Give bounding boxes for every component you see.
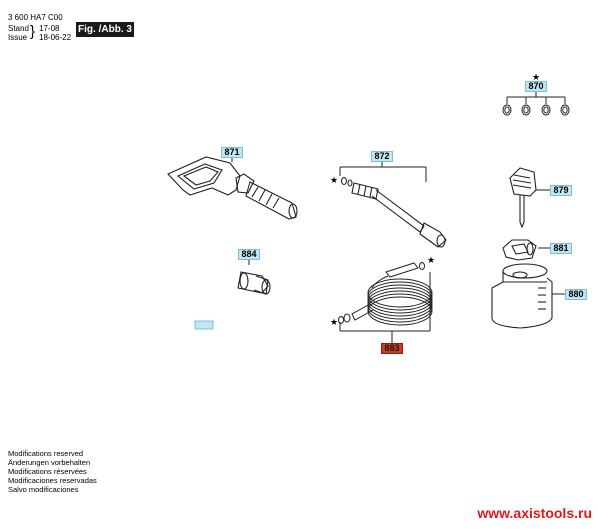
part-tag-879: 879 <box>550 185 572 196</box>
detergent-tank-icon <box>491 263 553 329</box>
footer-line: Salvo modificaciones <box>8 485 79 494</box>
star-icon: ★ <box>427 255 436 265</box>
trigger-gun-icon <box>167 156 298 220</box>
part-tag-871: 871 <box>221 147 243 158</box>
adapter-icon <box>502 239 537 261</box>
star-icon: ★ <box>330 175 339 185</box>
brace: } <box>30 23 36 40</box>
part-tag-872: 872 <box>371 151 393 162</box>
star-icon: ★ <box>330 317 339 327</box>
footer-line: Modifications reserved <box>8 449 84 458</box>
o-ring-icon <box>502 104 570 116</box>
nozzle-icon <box>509 167 537 229</box>
footer-line: Modificaciones reservadas <box>8 476 97 485</box>
spray-lance-icon <box>351 182 447 248</box>
part-tag-880: 880 <box>565 289 587 300</box>
star-icon: ★ <box>532 72 541 82</box>
blank-marker <box>194 320 214 330</box>
document-number: 3 600 HA7 C00 <box>8 13 63 22</box>
hose-icon <box>338 262 433 326</box>
footer-line: Modifications réservées <box>8 467 87 476</box>
stand-label: Stand <box>8 24 29 33</box>
part-tag-884: 884 <box>238 249 260 260</box>
figure-label: Fig. /Abb. 3 <box>76 22 134 37</box>
website-link[interactable]: www.axistools.ru <box>477 505 592 521</box>
part-tag-870: 870 <box>525 81 547 92</box>
issue-label: Issue <box>8 33 28 42</box>
footer-line: Änderungen vorbehalten <box>8 458 91 467</box>
stand-value: 17-08 <box>39 24 60 33</box>
part-tag-883: 883 <box>381 343 403 354</box>
issue-value: 18-06-22 <box>39 33 72 42</box>
coupler-icon <box>237 271 271 295</box>
part-tag-881: 881 <box>550 243 572 254</box>
